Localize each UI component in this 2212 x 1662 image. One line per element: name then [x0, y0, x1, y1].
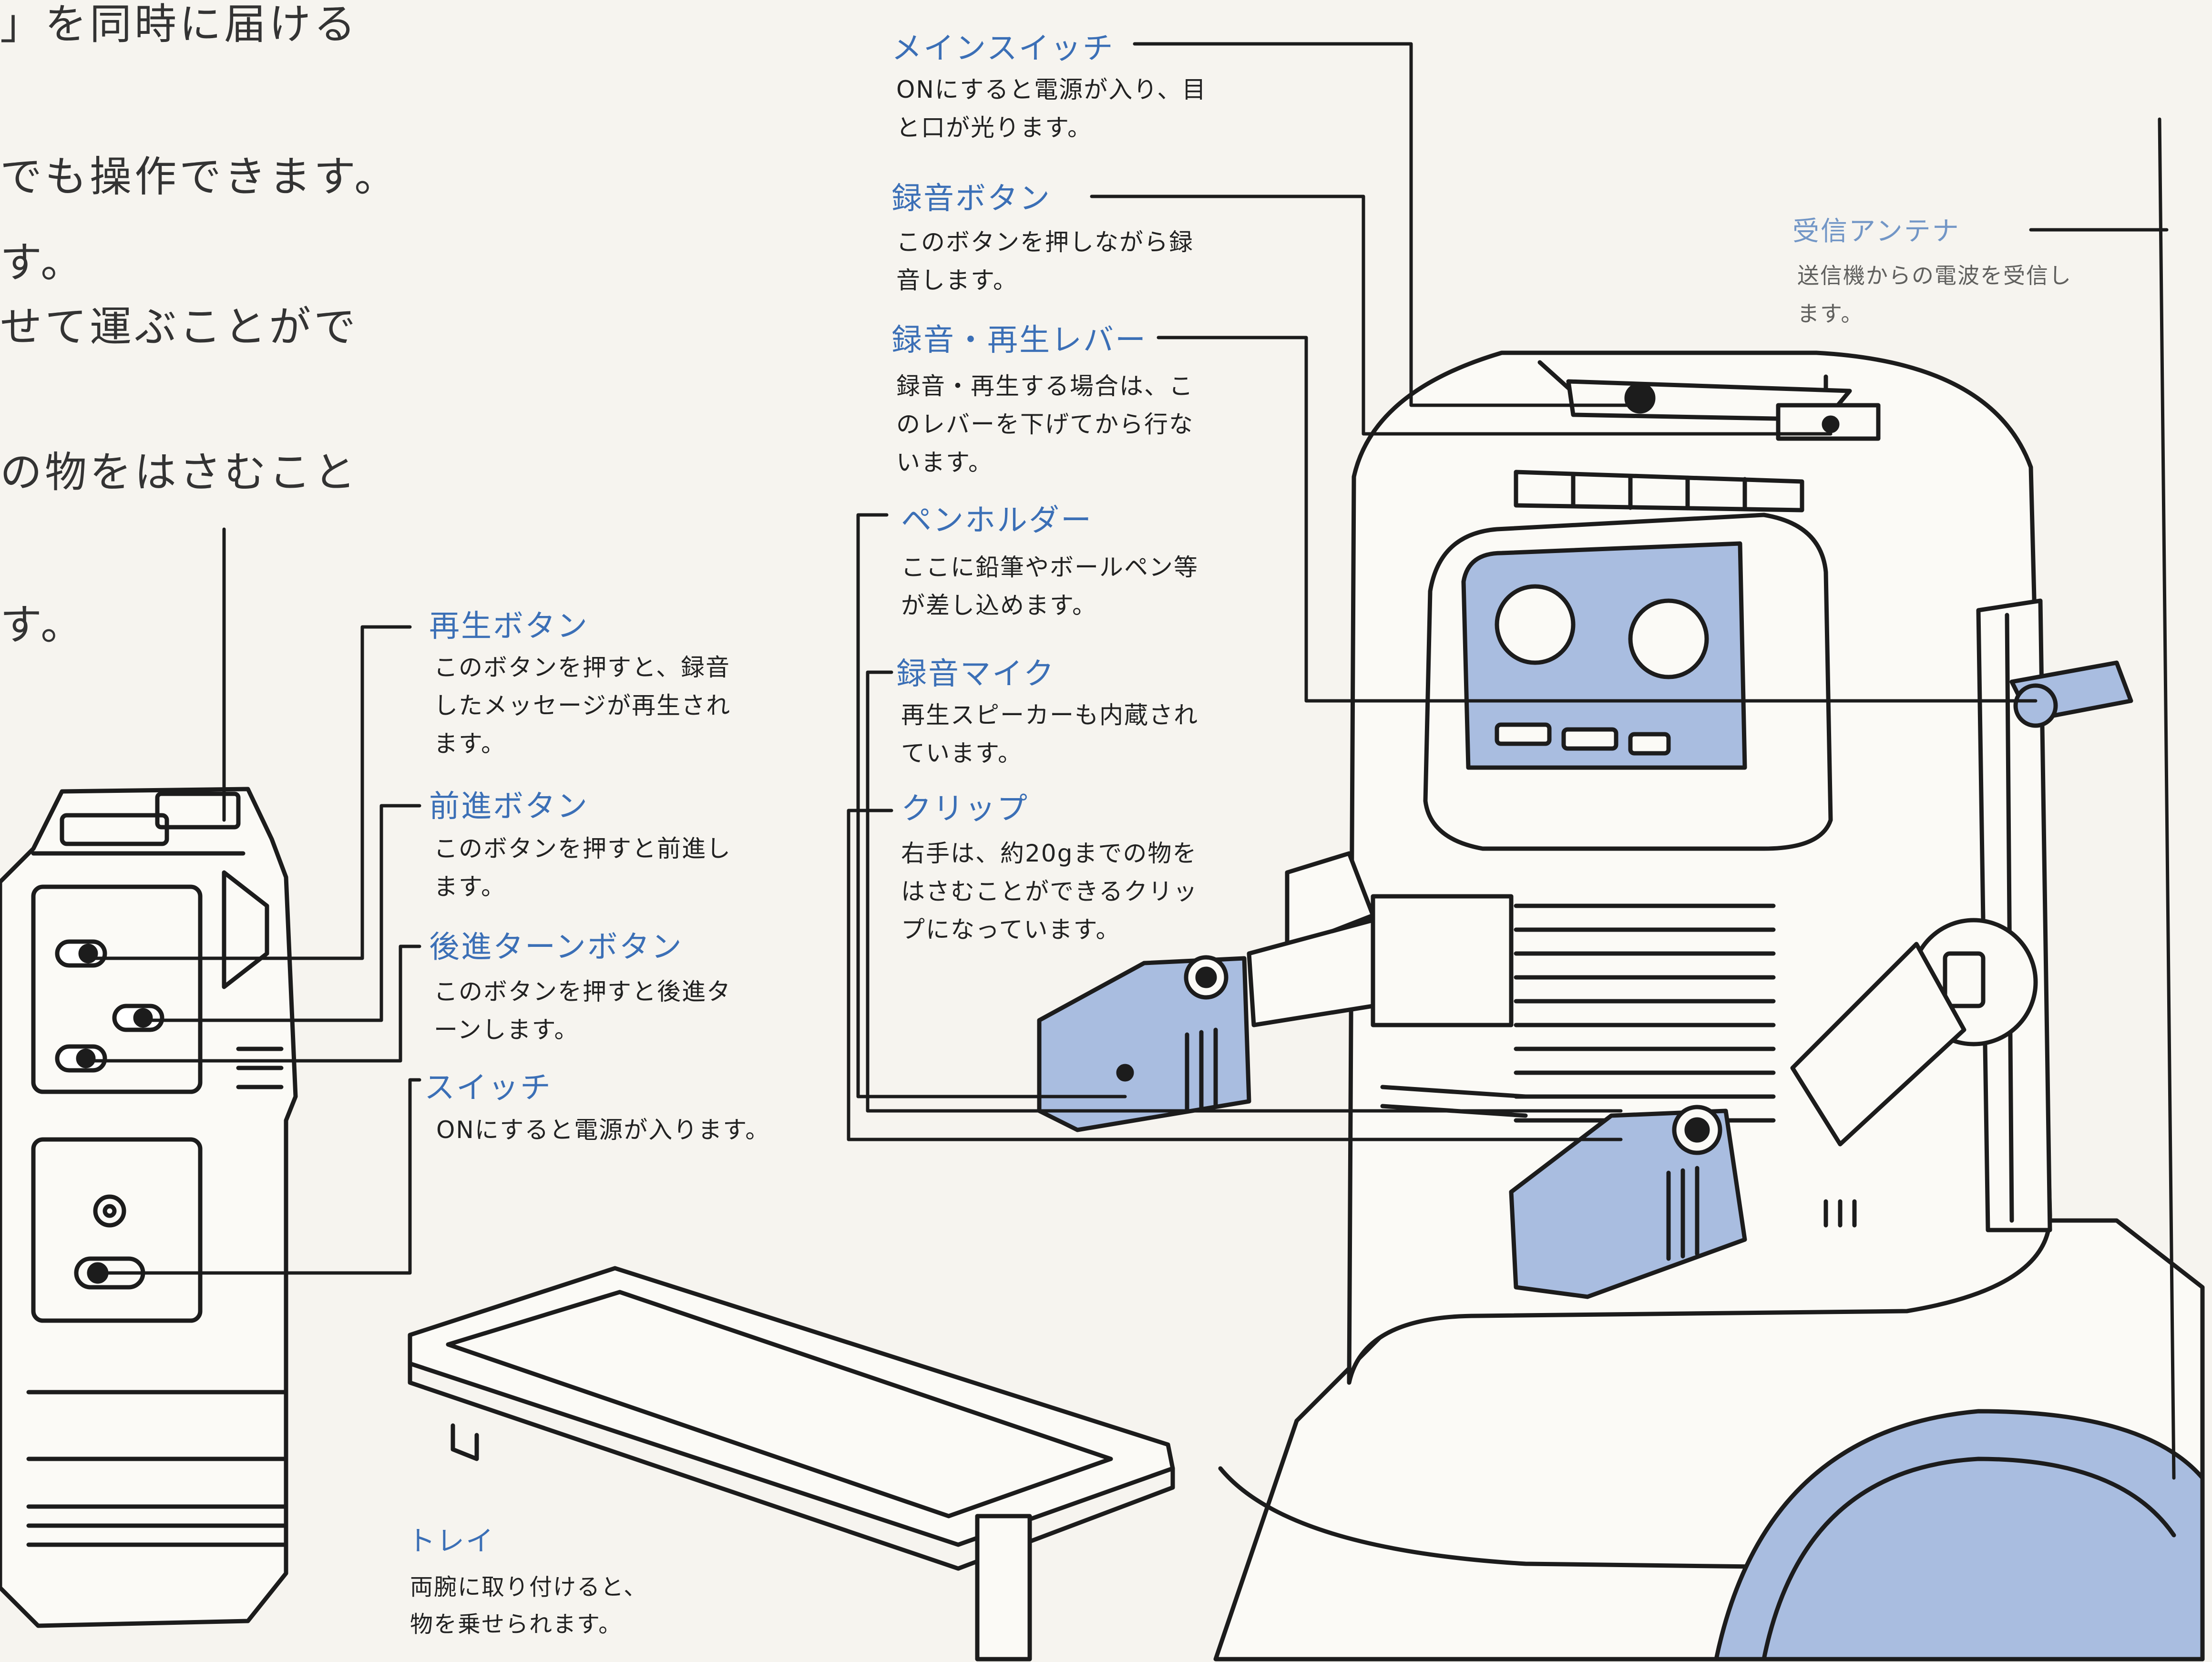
remote-control — [0, 787, 298, 1628]
record-button-desc: このボタンを押しながら録 音します。 — [896, 223, 1194, 299]
intro-line-3: す。 — [0, 238, 86, 287]
rec-play-lever-title: 録音・再生レバー — [891, 323, 1147, 358]
play-button-desc-line: このボタンを押すと、録音 — [434, 654, 730, 681]
rec-mic-desc-line: 再生スピーカーも内蔵され — [901, 701, 1198, 729]
rec-play-lever-desc: 録音・再生する場合は、こ のレバーを下げてから行な います。 — [896, 367, 1194, 482]
clip-desc: 右手は、約20gまでの物を はさむことができるクリッ プになっています。 — [901, 834, 1198, 949]
clip-desc-line: はさむことができるクリッ — [901, 878, 1198, 905]
rec-play-lever-desc-line: のレバーを下げてから行な — [896, 410, 1194, 438]
antenna-title: 受信アンテナ — [1792, 216, 1960, 247]
back-turn-button-desc-line: ーンします。 — [434, 1016, 579, 1044]
antenna-desc: 送信機からの電波を受信し ます。 — [1797, 256, 2072, 333]
forward-button-desc-line: ます。 — [434, 873, 506, 901]
clip-desc-line: プになっています。 — [901, 916, 1121, 944]
intro-line-2: でも操作できます。 — [0, 152, 399, 201]
robot-body — [1037, 117, 2205, 1662]
forward-button-desc: このボタンを押すと前進し ます。 — [434, 830, 731, 906]
tray-desc: 両腕に取り付けると、 物を乗せられます。 — [410, 1569, 647, 1643]
intro-line-6: す。 — [0, 600, 86, 649]
intro-line-5: の物をはさむこと — [0, 448, 359, 497]
intro-line-4: せて運ぶことがで — [0, 302, 359, 351]
clip-title: クリップ — [901, 791, 1029, 827]
tray-illustration — [408, 1266, 1175, 1662]
switch-desc-line: ONにすると電源が入ります。 — [436, 1116, 770, 1144]
antenna-desc-line: ます。 — [1797, 301, 1864, 327]
main-switch-desc-line: と口が光ります。 — [896, 114, 1092, 142]
back-turn-button-desc-line: このボタンを押すと後進タ — [434, 978, 731, 1005]
tray-title: トレイ — [408, 1525, 495, 1557]
main-switch-title: メインスイッチ — [891, 31, 1115, 66]
record-button-desc-line: 音します。 — [896, 267, 1018, 294]
back-turn-button-title: 後進ターンボタン — [429, 930, 683, 965]
rec-play-lever-desc-line: います。 — [896, 449, 993, 476]
switch-desc: ONにすると電源が入ります。 — [436, 1111, 770, 1149]
pen-holder-desc-line: が差し込めます。 — [901, 592, 1097, 619]
clip-desc-line: 右手は、約20gまでの物を — [901, 840, 1198, 867]
forward-button-title: 前進ボタン — [429, 789, 589, 824]
record-button-desc-line: このボタンを押しながら録 — [896, 228, 1194, 256]
pen-holder-desc: ここに鉛筆やボールペン等 が差し込めます。 — [901, 548, 1198, 625]
play-button-desc-line: したメッセージが再生され — [434, 692, 731, 719]
rec-mic-desc-line: ています。 — [901, 739, 1023, 767]
pen-holder-desc-line: ここに鉛筆やボールペン等 — [901, 554, 1198, 581]
intro-line-1: 」を同時に届ける — [0, 0, 359, 49]
tray-desc-line: 物を乗せられます。 — [410, 1611, 623, 1638]
record-button-title: 録音ボタン — [891, 181, 1051, 216]
forward-button-desc-line: このボタンを押すと前進し — [434, 835, 731, 862]
rec-mic-title: 録音マイク — [896, 657, 1055, 692]
main-switch-desc-line: ONにすると電源が入り、目 — [896, 76, 1207, 103]
back-turn-button-desc: このボタンを押すと後進タ ーンします。 — [434, 973, 731, 1049]
switch-title: スイッチ — [424, 1070, 552, 1106]
play-button-desc-line: ます。 — [434, 730, 506, 758]
antenna-desc-line: 送信機からの電波を受信し — [1797, 263, 2072, 288]
tray-desc-line: 両腕に取り付けると、 — [410, 1574, 648, 1600]
pen-holder-title: ペンホルダー — [901, 503, 1093, 538]
play-button-desc: このボタンを押すと、録音 したメッセージが再生され ます。 — [434, 648, 731, 763]
play-button-title: 再生ボタン — [429, 609, 589, 644]
rec-play-lever-desc-line: 録音・再生する場合は、こ — [896, 372, 1194, 400]
leader-lines — [84, 42, 2169, 1275]
main-switch-desc: ONにすると電源が入り、目 と口が光ります。 — [896, 71, 1207, 147]
rec-mic-desc: 再生スピーカーも内蔵され ています。 — [901, 696, 1198, 772]
